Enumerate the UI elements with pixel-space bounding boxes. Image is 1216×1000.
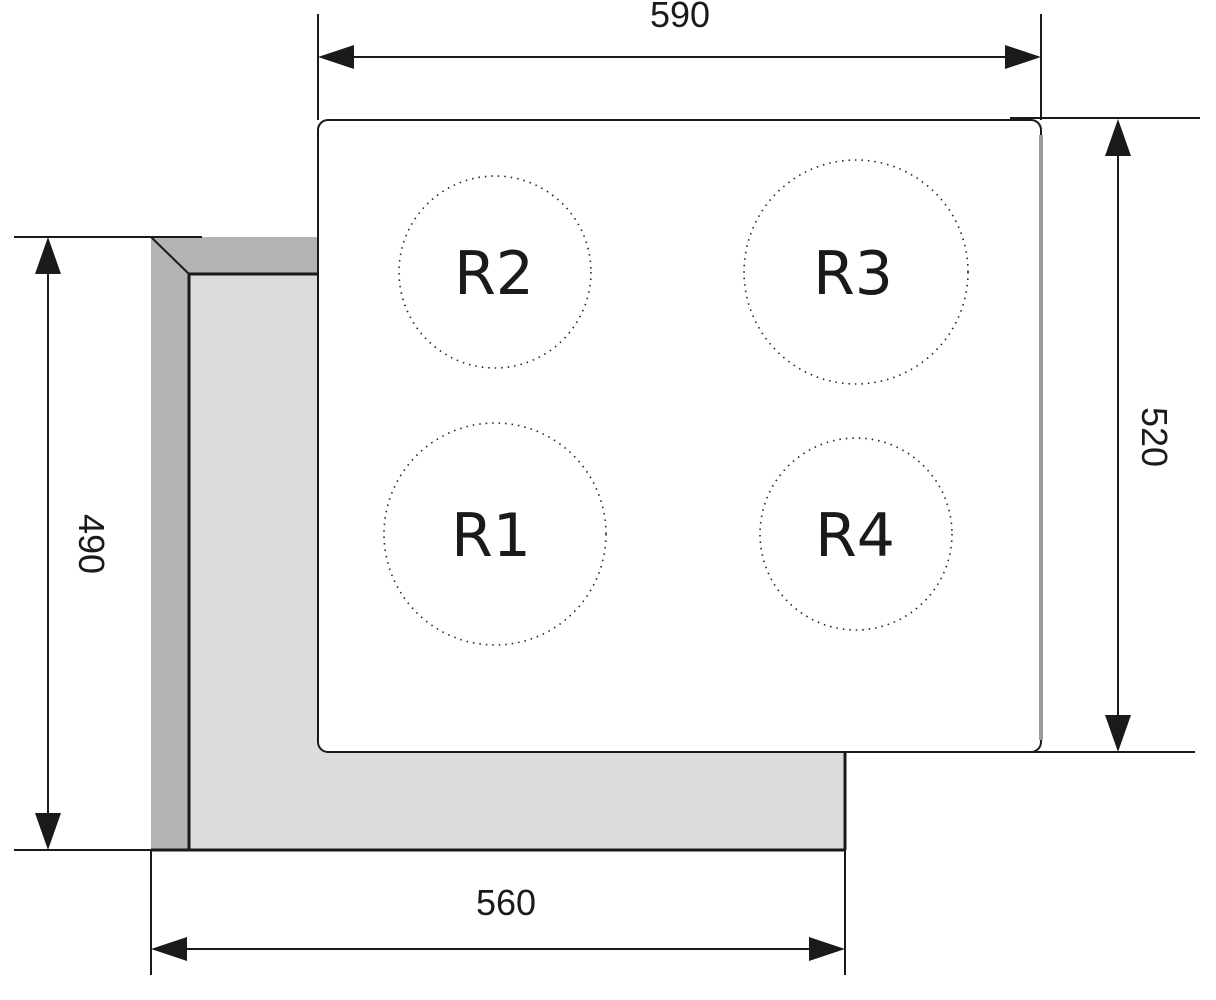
cutout-left-wall xyxy=(151,237,189,850)
zone-r4-label: R4 xyxy=(815,501,895,571)
arrow-right-icon xyxy=(1005,45,1041,69)
arrow-down-icon xyxy=(1105,715,1131,752)
arrow-right-icon xyxy=(809,937,845,961)
cooking-zones: R1 R2 R3 R4 xyxy=(383,159,969,646)
zone-r1-circle xyxy=(383,422,607,646)
dimension-hob-depth: 520 xyxy=(1005,117,1200,753)
hob-width-value: 590 xyxy=(650,0,710,35)
zone-r2-circle xyxy=(398,175,592,369)
arrow-left-icon xyxy=(318,45,354,69)
zone-r1-label: R1 xyxy=(451,501,531,571)
zone-r3-circle xyxy=(743,159,969,385)
zone-r4-circle xyxy=(759,437,953,631)
zone-r2-label: R2 xyxy=(454,239,534,309)
arrow-up-icon xyxy=(1105,119,1131,156)
zone-r3-label: R3 xyxy=(813,239,893,309)
cutout-top-wall xyxy=(151,237,318,274)
dimension-cutout-width: 560 xyxy=(150,850,846,975)
dimension-hob-width: 590 xyxy=(317,0,1042,120)
hob-depth-value: 520 xyxy=(1134,407,1175,467)
arrow-up-icon xyxy=(35,237,61,274)
cutout-width-value: 560 xyxy=(476,882,536,923)
cutout-bevel-line xyxy=(150,236,190,275)
cutout-depth-value: 490 xyxy=(71,514,112,574)
dimension-cutout-depth: 490 xyxy=(14,236,202,851)
arrow-left-icon xyxy=(151,937,187,961)
hob-plate xyxy=(317,119,1042,753)
arrow-down-icon xyxy=(35,813,61,850)
